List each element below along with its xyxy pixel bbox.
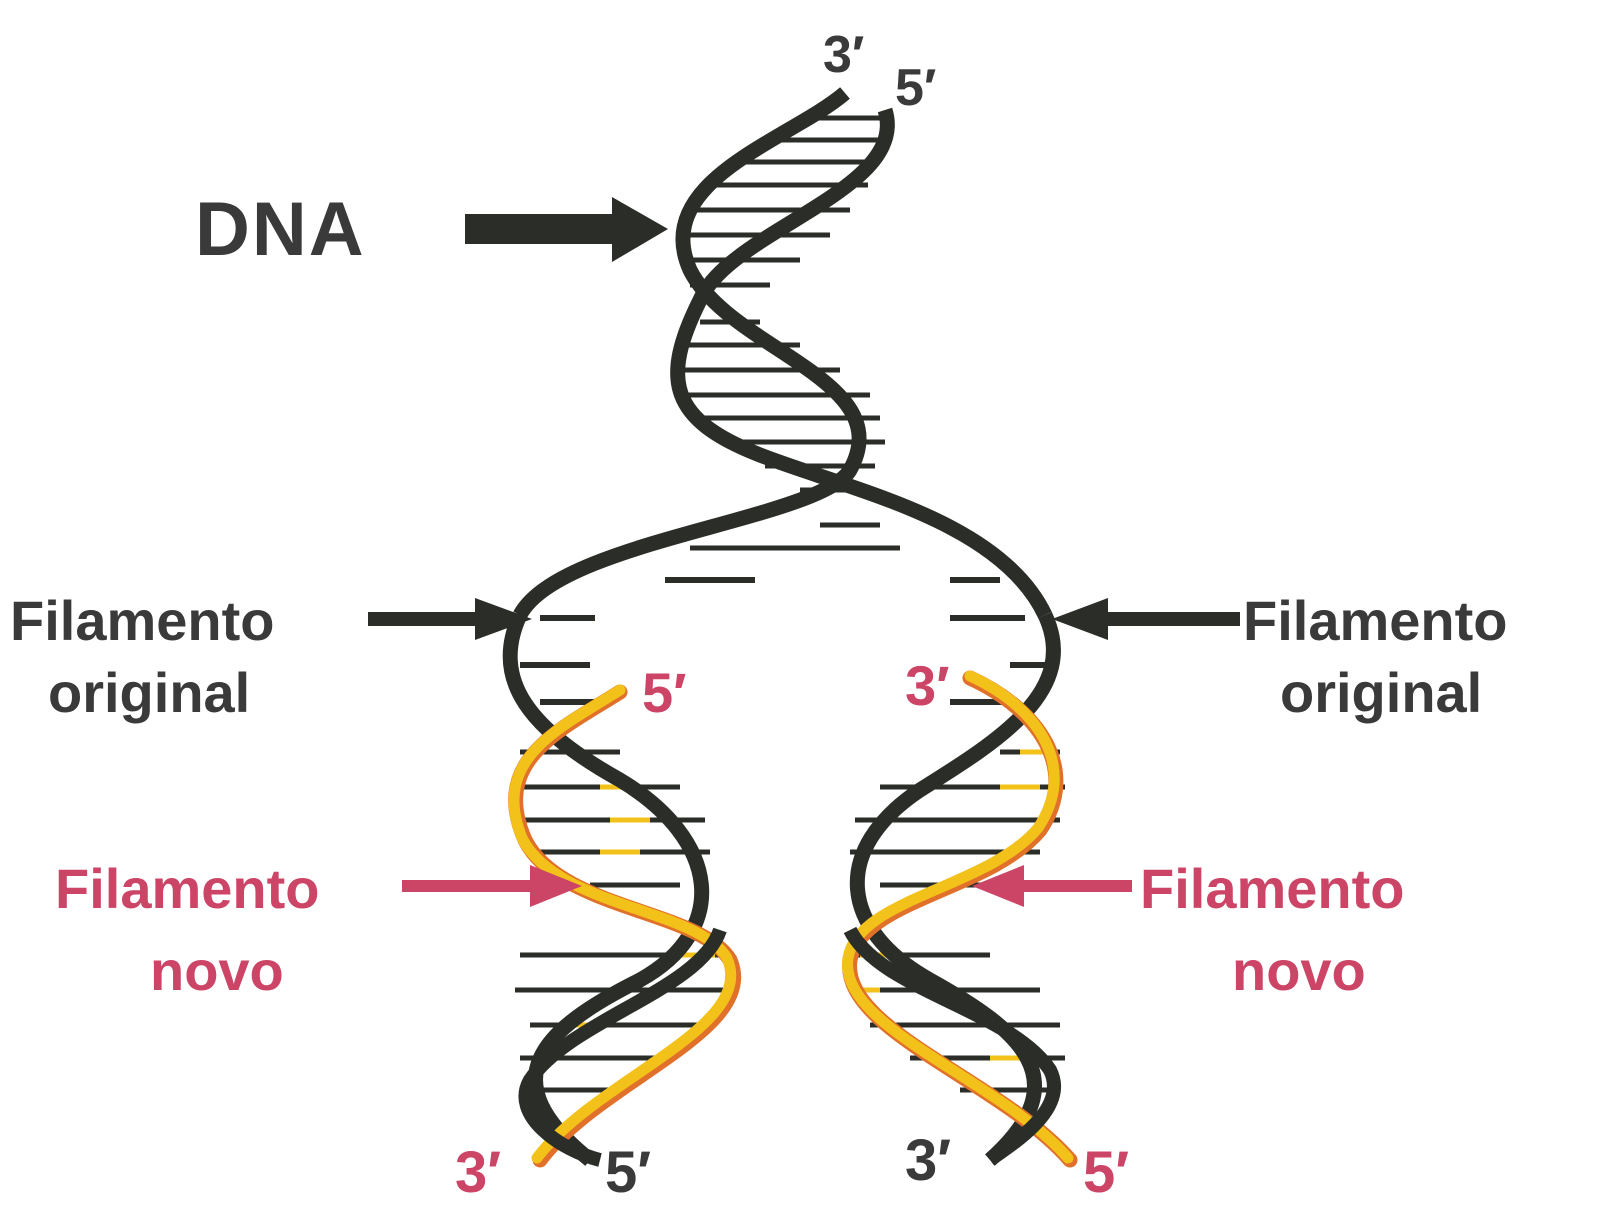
bottom-right-original-end-label: 3′	[905, 1128, 951, 1193]
right-original-label-line2: original	[1280, 661, 1482, 724]
dna-title-label: DNA	[195, 187, 366, 272]
left-original-label-line1: Filamento	[10, 589, 274, 652]
left-original-strand-front	[518, 927, 727, 1167]
left-original-arrow	[368, 598, 532, 640]
dna-arrow	[465, 197, 668, 262]
left-new-arrow	[402, 865, 582, 907]
right-original-strand-front	[843, 926, 1061, 1166]
right-new-arrow	[972, 865, 1132, 907]
left-new-strand	[508, 684, 736, 1164]
fork-base-stubs	[520, 577, 1050, 705]
right-new-strand-start-label: 3′	[905, 654, 950, 717]
top-end-left-label: 3′	[823, 26, 864, 84]
parent-helix	[513, 87, 1052, 620]
parent-strand-a	[513, 87, 867, 620]
left-new-label-line2: novo	[150, 939, 284, 1002]
parent-strand-b	[670, 107, 1052, 619]
bottom-left-new-end-label: 3′	[455, 1140, 501, 1202]
right-original-arrow	[1052, 598, 1240, 640]
bottom-right-new-end-label: 5′	[1083, 1140, 1129, 1202]
top-end-right-label: 5′	[895, 59, 936, 117]
right-new-label-line2: novo	[1232, 939, 1366, 1002]
left-new-label-line1: Filamento	[55, 857, 319, 920]
right-daughter-helix	[842, 611, 1078, 1168]
left-daughter-helix	[502, 611, 741, 1168]
left-new-strand-start-label: 5′	[642, 661, 687, 724]
bottom-left-original-end-label: 5′	[605, 1140, 651, 1202]
right-new-label-line1: Filamento	[1140, 857, 1404, 920]
right-original-label-line1: Filamento	[1243, 589, 1507, 652]
right-new-strand	[842, 670, 1074, 1164]
left-original-label-line2: original	[48, 661, 250, 724]
